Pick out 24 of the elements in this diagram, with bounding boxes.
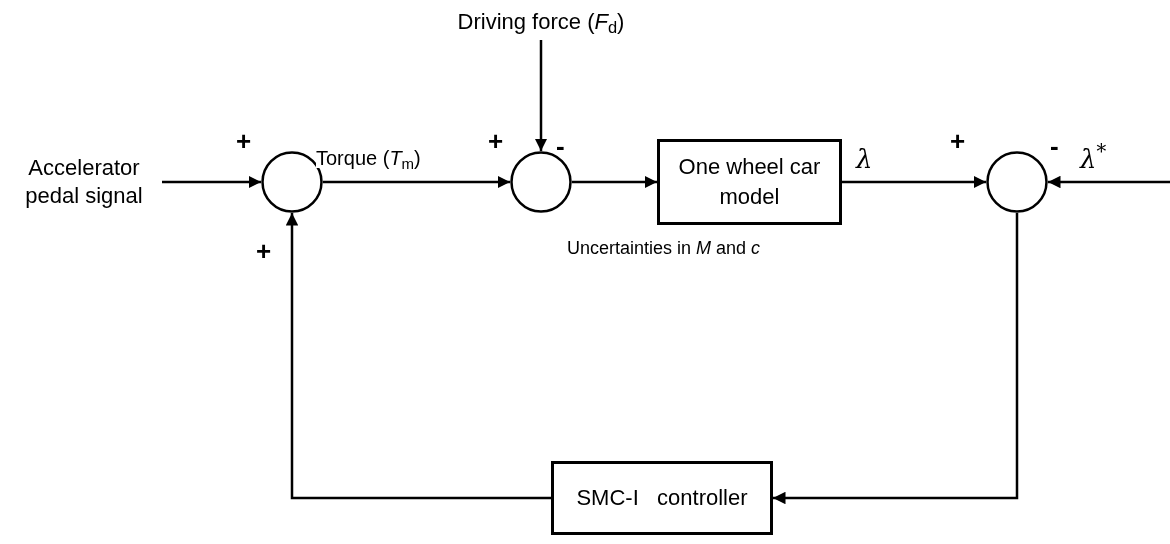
sign-label: +: [950, 128, 966, 154]
block-label: One wheel car model: [677, 153, 822, 211]
sign-label: -: [1050, 133, 1059, 159]
signal-label: Driving force (F$_{d}$): [457, 8, 625, 36]
summing-junction: [986, 151, 1048, 213]
arrow: [323, 175, 510, 189]
sign-label: -: [556, 133, 565, 159]
note-text: Uncertainties in M and c: [567, 237, 761, 260]
arrow: [162, 175, 261, 189]
block-box: [657, 139, 842, 225]
block-label: SMC-I controller: [576, 484, 748, 512]
sign-label: +: [236, 128, 252, 154]
edge-label: Torque (T$_{m}$): [316, 148, 421, 168]
arrow: [285, 213, 551, 500]
sign-label: +: [488, 128, 504, 154]
arrow: [534, 40, 548, 151]
arrow: [1048, 175, 1170, 189]
arrow: [773, 213, 1019, 505]
signal-label: Accelerator pedal signal: [24, 154, 144, 210]
summing-junction: [510, 151, 572, 213]
sign-label: +: [256, 238, 272, 264]
arrow: [842, 175, 986, 189]
arrow: [572, 175, 657, 189]
block-box: [551, 461, 773, 535]
